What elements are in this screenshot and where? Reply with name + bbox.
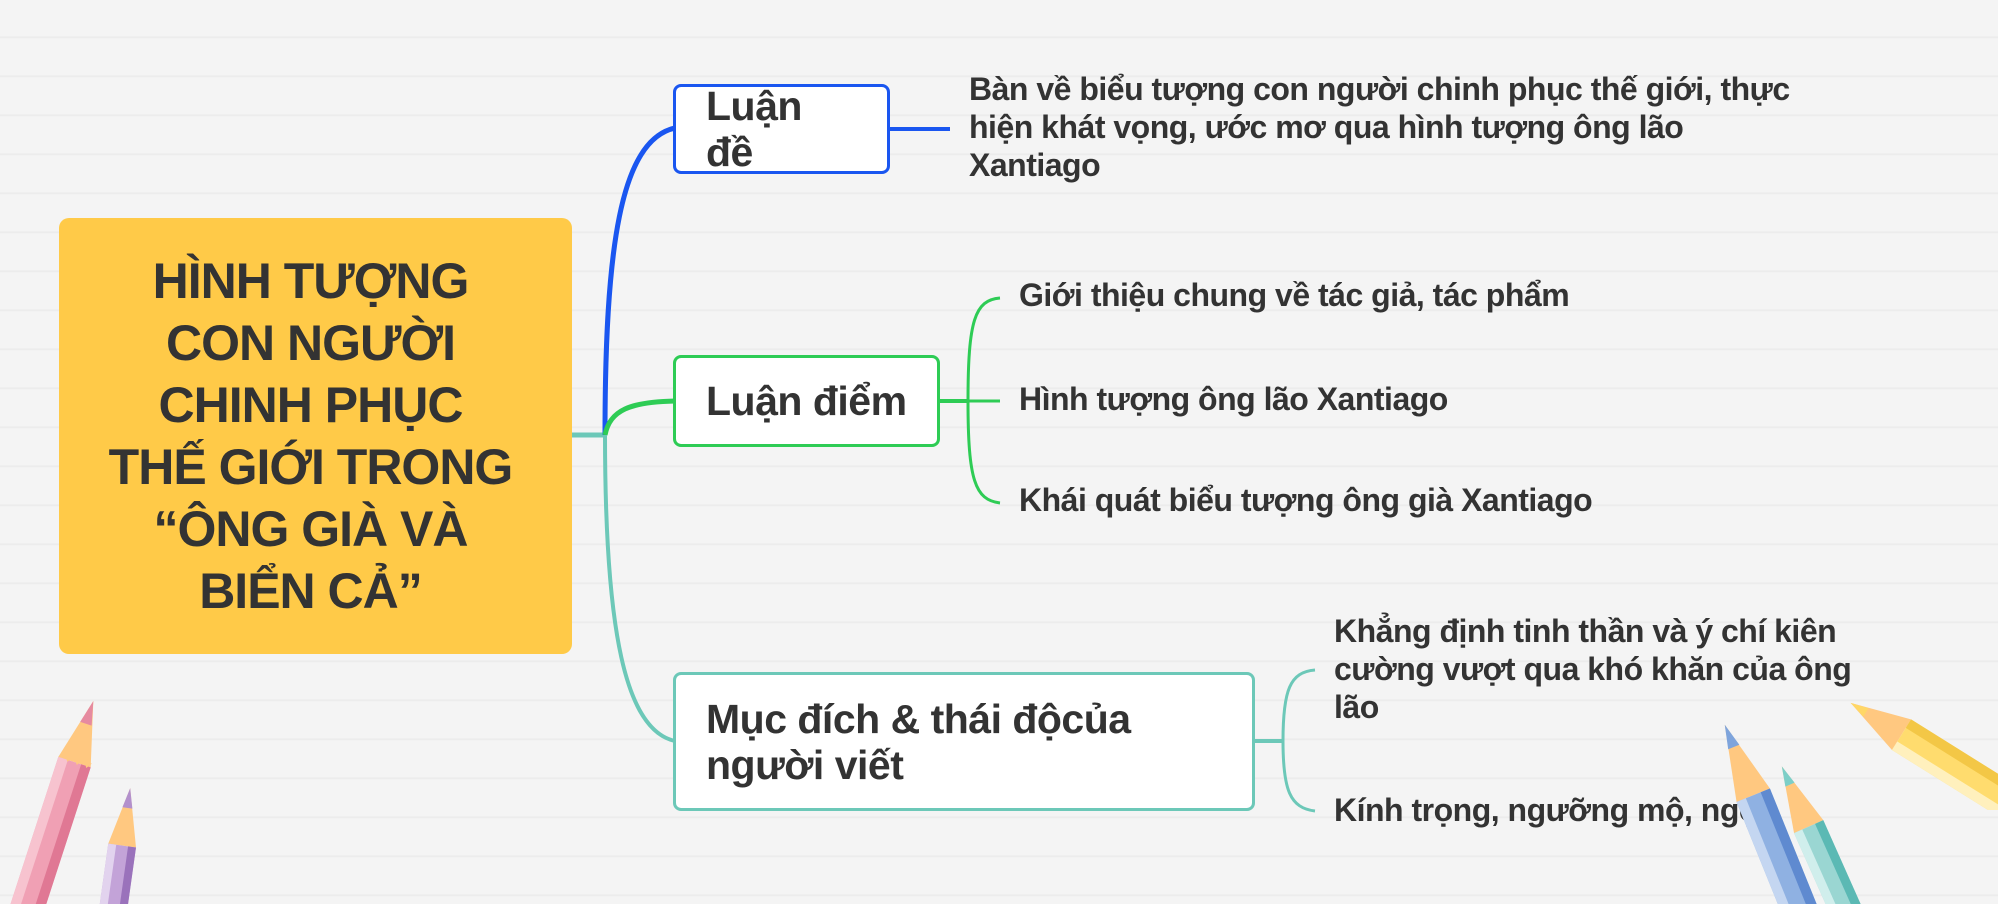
branch-muc-dich[interactable]: Mục đích & thái độcủa người viết [673,672,1255,811]
branch-muc-dich-label: Mục đích & thái độcủa người viết [706,695,1131,788]
pink-pencil-icon [5,700,94,904]
luan-de-subtopic-1[interactable]: Bàn về biểu tượng con người chinh phục t… [969,71,1790,183]
luan-diem-subtopic-3[interactable]: Khái quát biểu tượng ông già Xantiago [1019,482,1593,518]
teal-pencil-icon [1781,766,1885,904]
luan-diem-subtopic-2[interactable]: Hình tượng ông lão Xantiago [1019,381,1448,417]
branch-luan-diem-label: Luận điểm [706,378,907,424]
muc-dich-subtopic-1[interactable]: Khẳng định tinh thần và ý chí kiên cường… [1334,613,1852,725]
branch-luan-de-label: Luận đề [706,83,802,175]
root-topic-title: HÌNH TƯỢNG CON NGƯỜI CHINH PHỤC THẾ GIỚI… [108,253,514,619]
branch-luan-diem[interactable]: Luận điểm [673,355,940,447]
luan-diem-subtopic-1[interactable]: Giới thiệu chung về tác giả, tác phẩm [1019,277,1570,313]
branch-luan-de[interactable]: Luận đề [673,83,890,175]
root-topic[interactable]: HÌNH TƯỢNG CON NGƯỜI CHINH PHỤC THẾ GIỚI… [59,218,572,654]
purple-pencil-icon [94,788,136,904]
muc-dich-subtopic-2[interactable]: Kính trọng, ngưỡng mộ, ngợi [1334,792,1770,828]
